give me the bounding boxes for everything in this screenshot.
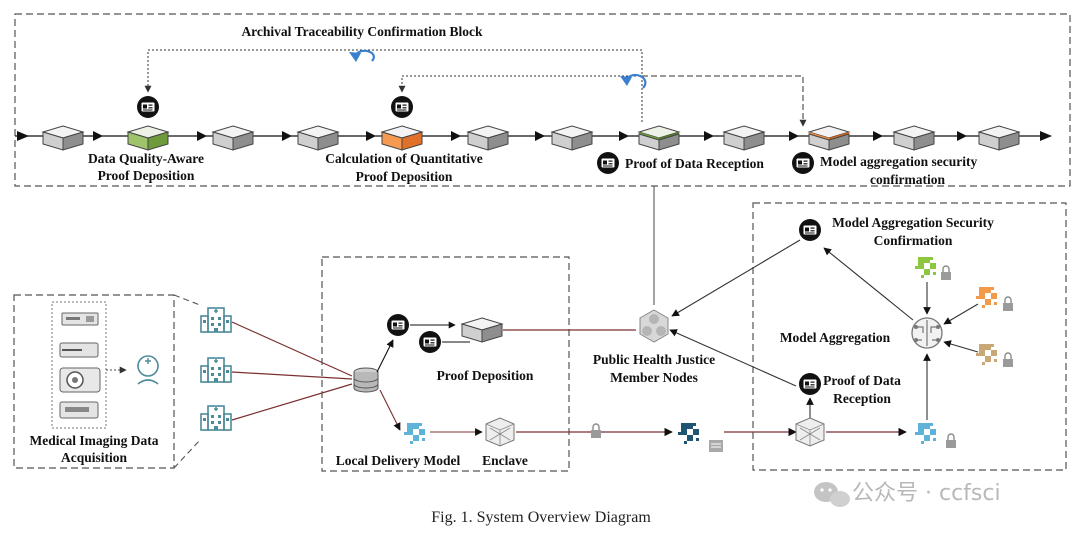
encrypted-doc-icon — [709, 440, 723, 452]
label-aggsec-2: Confirmation — [874, 233, 953, 248]
hospital-icon-3 — [200, 405, 232, 431]
label-member-1: Public Health Justice — [593, 352, 715, 367]
local-delivery-frame — [321, 256, 570, 472]
badge-local-2 — [419, 331, 441, 353]
hospital-to-db-links — [231, 321, 353, 421]
label-model-aggregation: Model Aggregation — [780, 330, 891, 345]
lock-orange-icon — [1002, 296, 1014, 312]
label-dqa-2: Proof Deposition — [98, 168, 195, 183]
device-column — [51, 301, 107, 429]
medical-imaging-panel: Medical Imaging Data Acquisition — [13, 294, 175, 469]
label-proof-deposition: Proof Deposition — [437, 368, 534, 383]
decrypted-model-icon — [915, 423, 936, 444]
chain-block-3 — [212, 125, 254, 151]
member-nodes-icon — [639, 309, 669, 343]
patient-icon — [137, 355, 159, 385]
database-icon — [353, 367, 379, 393]
badge-calc-proof — [391, 96, 413, 118]
label-aggsec-1: Model Aggregation Security — [832, 215, 994, 230]
scanner-device-icon-2 — [59, 342, 99, 358]
lock-tan-icon — [1002, 352, 1014, 368]
archival-block-title: Archival Traceability Confirmation Block — [241, 24, 483, 39]
label-member-2: Member Nodes — [610, 370, 698, 385]
chain-arrows — [93, 131, 967, 141]
db-to-proof-arrow — [376, 339, 394, 373]
chain-block-11 — [893, 125, 935, 151]
label-agg-1: Model aggregation security — [820, 154, 977, 169]
agg-sec-to-members-arrow — [671, 239, 801, 317]
local-delivery-panel: Proof Deposition Local Delivery Model En… — [321, 256, 570, 472]
label-pdr-1: Proof of Data — [823, 373, 901, 388]
lock-green-icon — [940, 265, 952, 281]
label-calc-1: Calculation of Quantitative — [325, 151, 483, 166]
label-calc-2: Proof Deposition — [356, 169, 453, 184]
aggregation-frame — [752, 202, 1067, 471]
chain-block-12 — [978, 125, 1020, 151]
label-agg-2: confirmation — [870, 172, 945, 187]
db-to-model-arrow — [379, 389, 401, 431]
local-model-icon — [404, 423, 425, 444]
watermark: 公众号 · ccfsci — [814, 481, 1001, 507]
aggregation-panel: Model Aggregation Security Confirmation … — [752, 202, 1067, 471]
encrypted-model-icon — [678, 423, 699, 444]
medical-frame — [13, 294, 175, 469]
badge-quality-proof — [137, 96, 159, 118]
ct-scanner-icon — [59, 367, 101, 393]
decrypted-lock-icon — [945, 433, 957, 449]
chain-block-1 — [42, 125, 84, 151]
label-medical-2: Acquisition — [61, 450, 128, 465]
chain-block-6 — [467, 125, 509, 151]
pdr-to-members-arrow — [669, 329, 797, 387]
client-model-orange-icon — [976, 287, 997, 308]
figure-caption: Fig. 1. System Overview Diagram — [431, 509, 651, 526]
hospital-icon-1 — [200, 307, 232, 333]
hospital-icon-2 — [200, 357, 232, 383]
agg-to-security-arrow — [823, 247, 914, 321]
reference-link-agg — [642, 75, 807, 127]
watermark-text: 公众号 · ccfsci — [852, 481, 1001, 506]
chain-start-arrow — [17, 131, 29, 141]
archival-block: Archival Traceability Confirmation Block — [14, 13, 1071, 187]
chain-block-7 — [551, 125, 593, 151]
chain-block-4 — [297, 125, 339, 151]
label-local-delivery: Local Delivery Model — [336, 453, 461, 468]
chain-block-reception — [638, 125, 680, 151]
tan-to-agg-arrow — [943, 340, 979, 353]
client-model-tan-icon — [976, 344, 997, 365]
badge-reception-proof — [597, 152, 619, 174]
reference-link-calc — [398, 75, 643, 122]
badge-pdr — [799, 373, 821, 395]
label-reception: Proof of Data Reception — [625, 156, 764, 171]
local-proof-block — [461, 317, 503, 343]
badge-local-1 — [387, 314, 409, 336]
badge-agg-proof — [792, 152, 814, 174]
wechat-icon — [814, 482, 850, 507]
zoom-line-bottom — [173, 439, 201, 469]
chain-block-quality — [127, 125, 169, 151]
right-enclave-icon — [795, 417, 825, 447]
member-nodes: Public Health Justice Member Nodes — [593, 309, 715, 385]
orange-to-agg-arrow — [943, 303, 979, 325]
transit-lock-icon — [590, 423, 602, 439]
brain-aggregation-icon — [911, 317, 943, 349]
enclave-icon — [485, 417, 515, 447]
xray-device-icon — [59, 401, 99, 419]
label-medical-1: Medical Imaging Data — [30, 433, 159, 448]
chain-block-agg — [808, 125, 850, 151]
chain-block-9 — [723, 125, 765, 151]
archival-block-frame — [14, 13, 1071, 187]
chain-end-arrow — [1040, 131, 1052, 141]
zoom-line-top — [173, 294, 201, 306]
chain-block-calc — [381, 125, 423, 151]
label-enclave: Enclave — [482, 453, 528, 468]
label-dqa-1: Data Quality-Aware — [88, 151, 204, 166]
scanner-device-icon-1 — [61, 312, 99, 326]
badge-agg-sec — [799, 219, 821, 241]
client-model-green-icon — [915, 257, 936, 278]
label-pdr-2: Reception — [833, 391, 891, 406]
